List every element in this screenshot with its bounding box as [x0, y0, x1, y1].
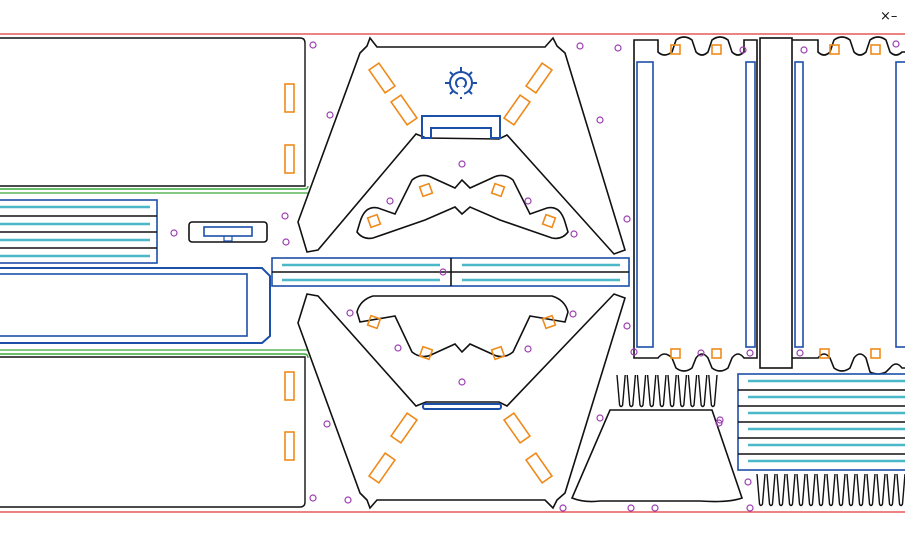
comb-tooth: [697, 374, 708, 408]
mounting-hole: [346, 309, 354, 317]
comb-tooth: [646, 374, 657, 408]
comb-tooth: [866, 473, 876, 507]
open-source-hardware-gear-icon: [445, 67, 477, 99]
comb-tooth: [626, 374, 637, 408]
mounting-hole: [627, 504, 635, 512]
mounting-hole: [309, 41, 317, 49]
mounting-hole: [524, 197, 532, 205]
comb-tooth: [657, 374, 667, 408]
cable-comb-bottom: [756, 473, 905, 507]
mounting-hole: [614, 44, 622, 52]
mounting-hole: [746, 504, 754, 512]
sheet-border: [0, 33, 905, 513]
mounting-hole: [744, 478, 752, 486]
center-bottom-gear-rack: [356, 295, 569, 361]
mounting-hole: [630, 348, 638, 356]
center-top-frame: [297, 36, 626, 255]
mounting-hole: [326, 111, 334, 119]
comb-tooth: [687, 374, 698, 408]
left-panel-top: [0, 37, 309, 194]
comb-tooth: [786, 473, 796, 507]
comb-tooth: [677, 374, 688, 408]
mounting-hole: [524, 345, 532, 353]
comb-tooth: [826, 473, 836, 507]
mounting-hole: [282, 238, 290, 246]
comb-tooth: [836, 473, 846, 507]
comb-tooth: [756, 473, 766, 507]
mounting-hole: [716, 416, 724, 424]
comb-tooth: [806, 473, 816, 507]
comb-tooth: [708, 374, 718, 408]
comb-tooth: [796, 473, 806, 507]
comb-tooth: [856, 473, 866, 507]
right-rail-stack: [737, 373, 905, 471]
mounting-hole: [715, 419, 723, 427]
window-controls: ×–: [880, 9, 897, 25]
mounting-hole: [800, 46, 808, 54]
right-frame-left: [633, 36, 758, 372]
minimize-icon[interactable]: –: [890, 9, 898, 24]
mounting-hole: [170, 229, 178, 237]
mounting-hole: [596, 116, 604, 124]
left-frame-window: [0, 267, 271, 344]
mounting-hole: [309, 494, 317, 502]
cable-comb-top: [616, 374, 718, 408]
mounting-hole: [344, 496, 352, 504]
left-panel-bottom: [0, 349, 309, 508]
mounting-hole: [570, 230, 578, 238]
right-divider-panel: [759, 37, 793, 369]
center-bottom-frame: [297, 293, 626, 510]
comb-tooth: [667, 374, 677, 408]
mounting-hole: [746, 349, 754, 357]
stand-base: [570, 409, 744, 503]
comb-tooth: [636, 374, 647, 408]
mounting-hole: [739, 46, 747, 54]
mounting-hole: [623, 322, 631, 330]
mounting-hole: [323, 420, 331, 428]
mounting-hole: [796, 349, 804, 357]
center-rail: [271, 257, 630, 287]
comb-tooth: [776, 473, 786, 507]
comb-tooth: [816, 473, 826, 507]
comb-tooth: [766, 473, 776, 507]
mounting-hole: [281, 212, 289, 220]
mounting-hole: [697, 349, 705, 357]
left-rail-group: [0, 199, 158, 264]
mounting-hole: [892, 40, 900, 48]
mounting-holes: [170, 40, 900, 512]
comb-tooth: [886, 473, 896, 507]
comb-tooth: [616, 374, 626, 408]
right-frame-right: [792, 36, 905, 375]
mounting-hole: [458, 160, 466, 168]
mounting-hole: [559, 504, 567, 512]
comb-tooth: [896, 473, 905, 507]
mounting-hole: [596, 414, 604, 422]
mounting-hole: [576, 42, 584, 50]
small-bracket: [188, 221, 268, 243]
mounting-hole: [386, 197, 394, 205]
comb-tooth: [846, 473, 856, 507]
comb-tooth: [876, 473, 886, 507]
center-top-gear-rack: [356, 174, 569, 240]
mounting-hole: [569, 310, 577, 318]
close-icon[interactable]: ×: [880, 9, 891, 24]
mounting-hole: [651, 504, 659, 512]
mounting-hole: [458, 378, 466, 386]
mounting-hole: [623, 215, 631, 223]
mounting-hole: [394, 344, 402, 352]
